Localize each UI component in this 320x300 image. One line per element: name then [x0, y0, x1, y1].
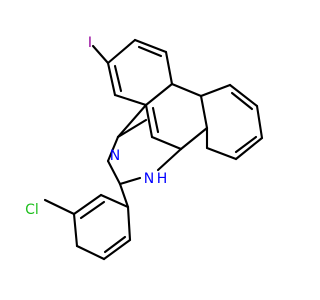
bond — [75, 244, 106, 261]
bond — [72, 193, 103, 216]
bond — [103, 235, 127, 254]
bond — [126, 205, 132, 242]
bond — [234, 136, 264, 161]
bond — [164, 50, 174, 86]
atom-labels: I N N H Cl — [25, 35, 167, 218]
imidazole-nh-label: N — [144, 171, 154, 187]
imidazole-n-label: N — [110, 148, 120, 164]
bond — [113, 93, 148, 107]
bond — [113, 64, 123, 93]
bond — [150, 135, 183, 151]
bond — [144, 103, 154, 139]
structure-canvas: I N N H Cl — [25, 35, 264, 261]
bond — [72, 212, 79, 248]
bond — [106, 38, 137, 65]
bond — [205, 146, 238, 161]
bond — [102, 238, 132, 261]
bond — [133, 38, 168, 54]
bond — [43, 198, 76, 216]
bond — [255, 104, 264, 140]
bond — [170, 82, 203, 98]
bond — [118, 176, 142, 186]
bond — [116, 118, 148, 139]
bond — [137, 45, 163, 58]
bond — [144, 82, 174, 107]
bond — [118, 182, 130, 209]
iodine-label: I — [88, 35, 92, 51]
bond — [151, 106, 160, 134]
bond — [106, 61, 117, 97]
imidazole-h-label: H — [157, 171, 168, 187]
bond — [199, 83, 232, 98]
bond — [106, 159, 122, 186]
chlorine-label: Cl — [25, 202, 39, 218]
bond — [230, 91, 254, 111]
bond — [99, 193, 130, 209]
bond — [234, 135, 258, 154]
bonds — [43, 38, 264, 261]
bond — [79, 200, 106, 220]
bond — [179, 126, 209, 151]
bond — [116, 103, 148, 139]
bond — [106, 135, 120, 163]
bond — [228, 83, 259, 108]
bond — [156, 147, 183, 172]
bond — [91, 44, 110, 65]
bond — [199, 94, 209, 130]
